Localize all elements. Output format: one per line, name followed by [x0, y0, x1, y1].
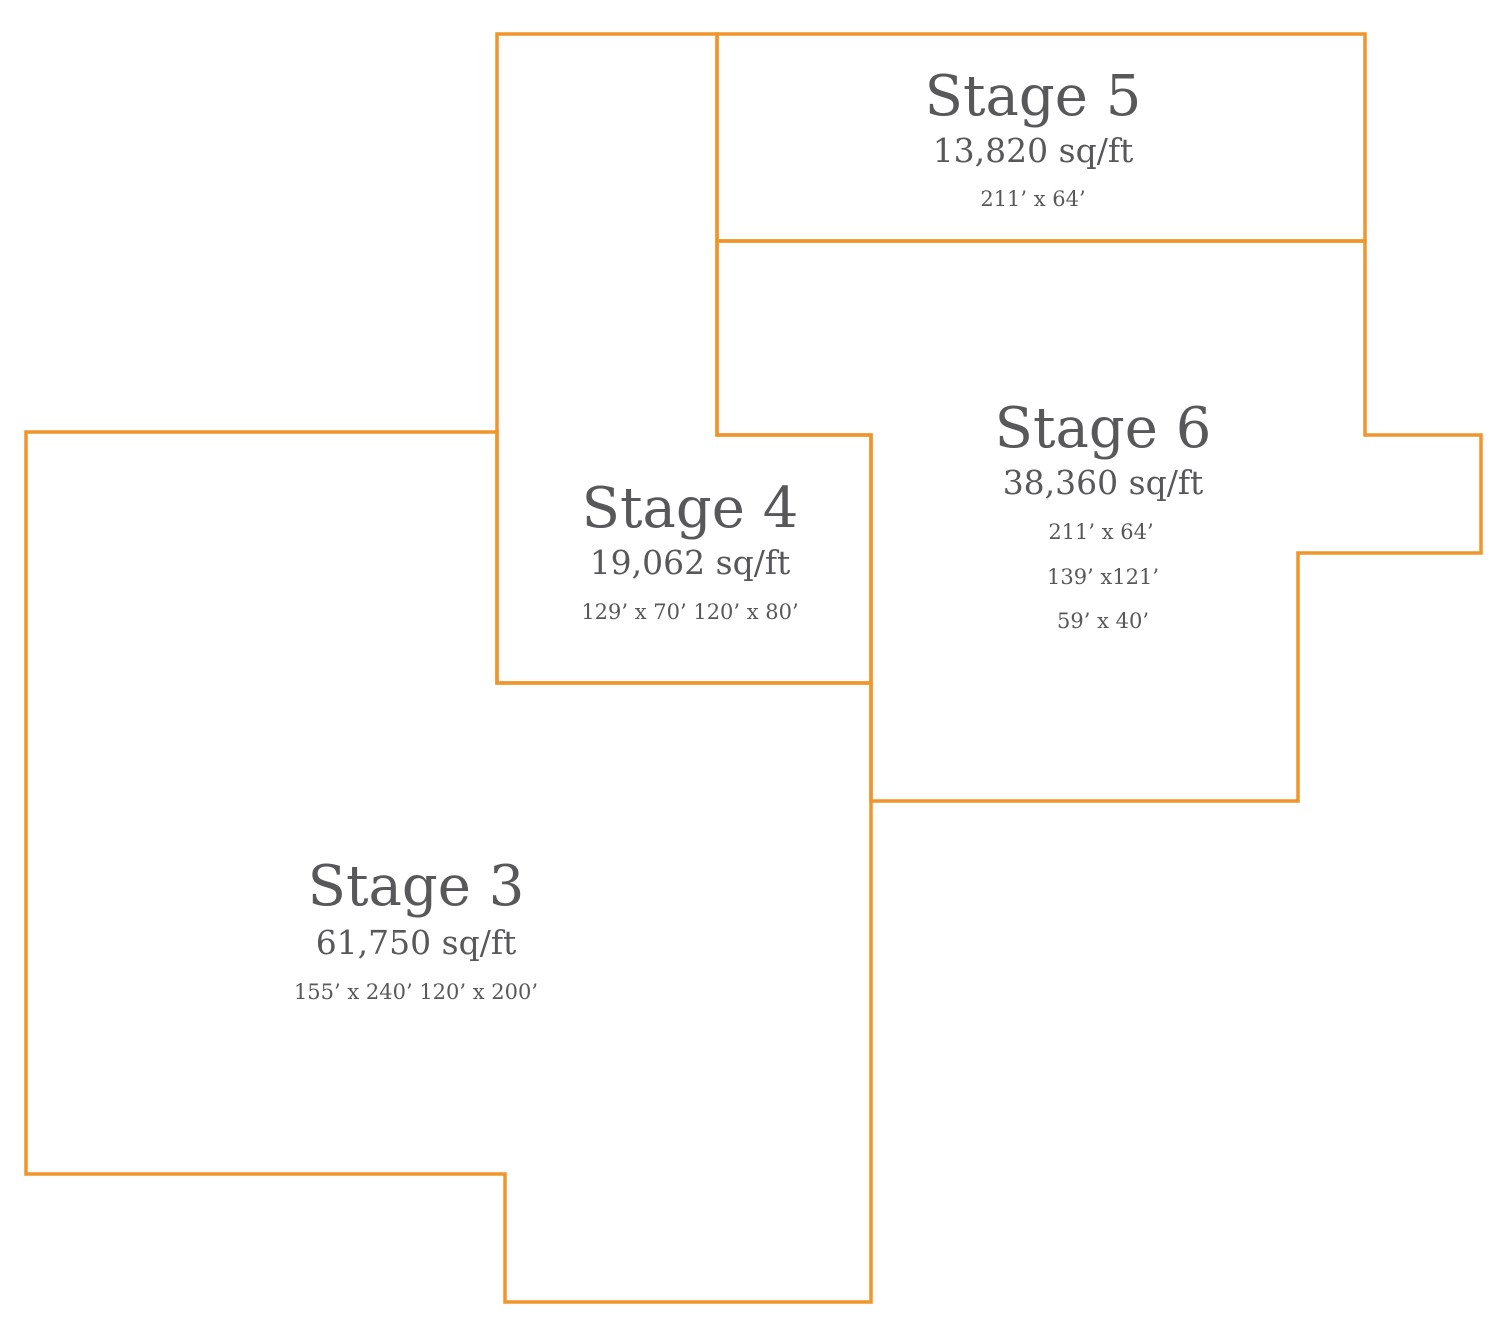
- stage-6-outline[interactable]: [715, 239, 1483, 803]
- stage-4-title: Stage 4: [582, 476, 799, 541]
- stage-4-outline[interactable]: [495, 32, 873, 685]
- stage-6-dimension-1: 211’ x 64’: [1048, 520, 1153, 544]
- stage-5-title: Stage 5: [925, 64, 1142, 129]
- stage-6-label: Stage 6 38,360 sq/ft 211’ x 64’ 139’ x12…: [995, 396, 1212, 633]
- stage-5-area: 13,820 sq/ft: [933, 131, 1134, 170]
- stage-4-area: 19,062 sq/ft: [590, 543, 791, 582]
- stage-5-label: Stage 5 13,820 sq/ft 211’ x 64’: [925, 64, 1142, 211]
- stage-3-label: Stage 3 61,750 sq/ft 155’ x 240’ 120’ x …: [294, 854, 538, 1004]
- stage-4-dimensions: 129’ x 70’ 120’ x 80’: [581, 600, 798, 624]
- stage-6-dimension-3: 59’ x 40’: [1057, 609, 1149, 633]
- stage-5-dimensions: 211’ x 64’: [980, 187, 1085, 211]
- stage-6-title: Stage 6: [995, 396, 1212, 461]
- stage-3-title: Stage 3: [308, 854, 525, 919]
- stage-3-dimensions: 155’ x 240’ 120’ x 200’: [294, 980, 538, 1004]
- stage-6-area: 38,360 sq/ft: [1003, 463, 1204, 502]
- stage-4-label: Stage 4 19,062 sq/ft 129’ x 70’ 120’ x 8…: [581, 476, 798, 624]
- stage-3-area: 61,750 sq/ft: [316, 923, 517, 962]
- stage-6-dimension-2: 139’ x121’: [1047, 565, 1159, 589]
